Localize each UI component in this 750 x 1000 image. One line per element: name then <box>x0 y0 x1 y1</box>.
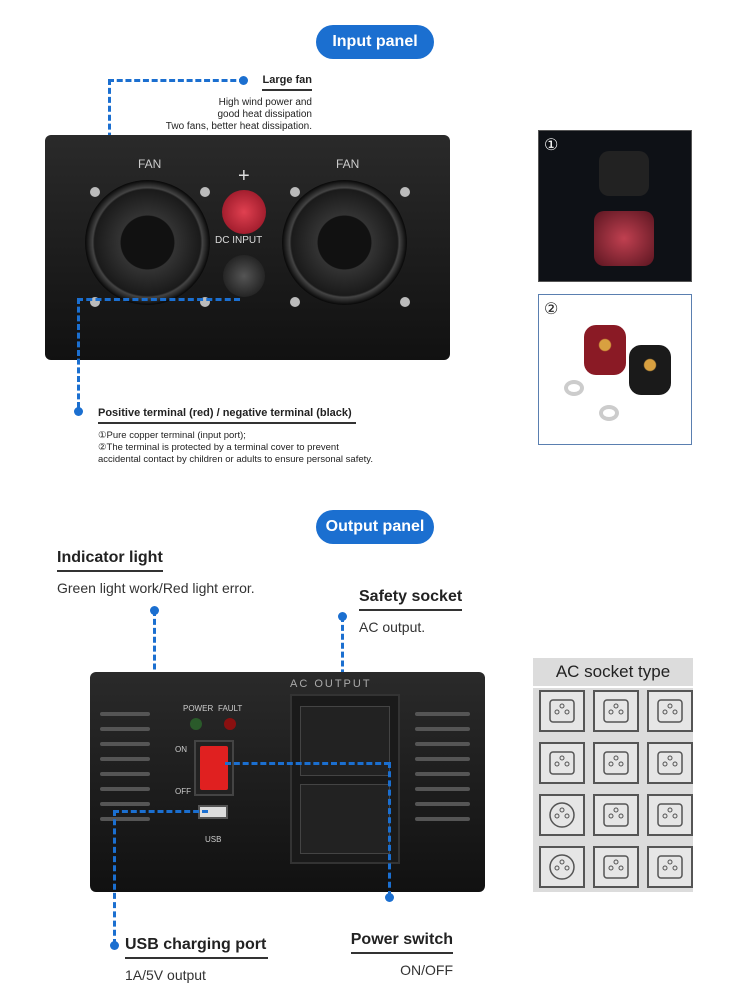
dc-input-label: DC INPUT <box>215 235 263 246</box>
eu-socket-icon <box>593 846 639 888</box>
large-fan-line: good heat dissipation <box>217 109 312 120</box>
callout-dot <box>110 941 119 950</box>
on-label: ON <box>175 745 187 754</box>
screw <box>200 297 210 307</box>
input-panel-title: Input panel <box>316 25 434 59</box>
terminal-line: ②The terminal is protected by a terminal… <box>98 442 339 453</box>
power-switch[interactable] <box>194 740 234 796</box>
safety-text: AC output. <box>359 619 426 635</box>
inverter-input-photo: FAN FAN + DC INPUT <box>45 135 450 360</box>
callout-line <box>153 610 156 723</box>
callout-line <box>108 79 245 82</box>
safety-heading: Safety socket <box>359 588 463 611</box>
us-socket-icon <box>539 690 585 732</box>
terminal-heading: Positive terminal (red) / negative termi… <box>98 407 356 424</box>
terminal-line: accidental contact by children or adults… <box>98 454 373 465</box>
multi-round-socket-icon <box>647 846 693 888</box>
terminal-line: ①Pure copper terminal (input port); <box>98 430 246 441</box>
socket-type-title: AC socket type <box>533 658 693 688</box>
screw <box>90 187 100 197</box>
large-fan-callout: Large fan High wind power and good heat … <box>140 70 312 133</box>
usb-callout: USB charging port 1A/5V output <box>125 936 269 983</box>
terminal-photo-2: ② <box>538 294 692 445</box>
indicator-callout: Indicator light Green light work/Red lig… <box>57 549 255 596</box>
callout-dot <box>385 893 394 902</box>
large-fan-line: High wind power and <box>218 97 312 108</box>
screw <box>200 187 210 197</box>
off-label: OFF <box>175 787 191 796</box>
inverter-output-photo: AC OUTPUT POWER FAULT ON OFF USB <box>90 672 485 892</box>
callout-line <box>77 298 80 408</box>
indicator-heading: Indicator light <box>57 549 163 572</box>
black-cap <box>629 345 671 395</box>
callout-dot <box>74 407 83 416</box>
uk-socket-icon <box>539 742 585 784</box>
power-label: POWER <box>183 704 214 713</box>
switch-heading: Power switch <box>350 931 453 954</box>
screw <box>90 297 100 307</box>
terminal-photo-1: ① <box>538 130 692 282</box>
positive-terminal <box>222 190 266 234</box>
large-fan-line: Two fans, better heat dissipation. <box>165 121 312 132</box>
washer <box>599 405 619 421</box>
large-fan-heading: Large fan <box>262 74 312 91</box>
switch-text: ON/OFF <box>400 962 453 978</box>
fan-right <box>282 180 407 305</box>
brazil-socket-icon <box>647 742 693 784</box>
screw <box>290 187 300 197</box>
terminal-callout: Positive terminal (red) / negative termi… <box>98 403 438 466</box>
universal-socket-icon <box>647 690 693 732</box>
fault-led <box>224 718 236 730</box>
callout-line <box>113 810 208 813</box>
safety-callout: Safety socket AC output. <box>359 588 463 635</box>
red-cap <box>584 325 626 375</box>
sa-socket-icon <box>539 794 585 836</box>
fan-label: FAN <box>336 157 360 171</box>
callout-line <box>225 762 390 765</box>
screw <box>290 297 300 307</box>
callout-line <box>113 810 116 945</box>
photo-badge: ① <box>544 137 559 154</box>
plus-sign: + <box>238 165 250 187</box>
usb-text: 1A/5V output <box>125 967 206 983</box>
schuko-socket-icon <box>593 742 639 784</box>
fan-left <box>85 180 210 305</box>
swiss-socket-icon <box>647 794 693 836</box>
indicator-text: Green light work/Red light error. <box>57 580 255 596</box>
ac-socket <box>290 694 400 864</box>
fan-label: FAN <box>138 157 162 171</box>
usb-heading: USB charging port <box>125 936 269 959</box>
photo-badge: ② <box>544 301 559 318</box>
callout-line <box>341 616 344 711</box>
callout-dot <box>239 76 248 85</box>
italy-socket-icon <box>539 846 585 888</box>
black-terminal <box>599 151 649 196</box>
ac-output-label: AC OUTPUT <box>290 678 372 690</box>
screw <box>400 297 410 307</box>
usb-label: USB <box>205 835 222 844</box>
callout-line <box>77 298 240 301</box>
screw <box>400 187 410 197</box>
power-led <box>190 718 202 730</box>
washer <box>564 380 584 396</box>
negative-terminal <box>223 255 265 297</box>
fault-label: FAULT <box>218 704 243 713</box>
switch-callout: Power switch ON/OFF <box>345 931 453 978</box>
cn-socket-icon <box>593 794 639 836</box>
au-socket-icon <box>593 690 639 732</box>
ac-socket-type-panel: AC socket type <box>533 658 693 892</box>
output-panel-title: Output panel <box>316 510 434 544</box>
red-terminal <box>594 211 654 266</box>
callout-line <box>388 762 391 897</box>
